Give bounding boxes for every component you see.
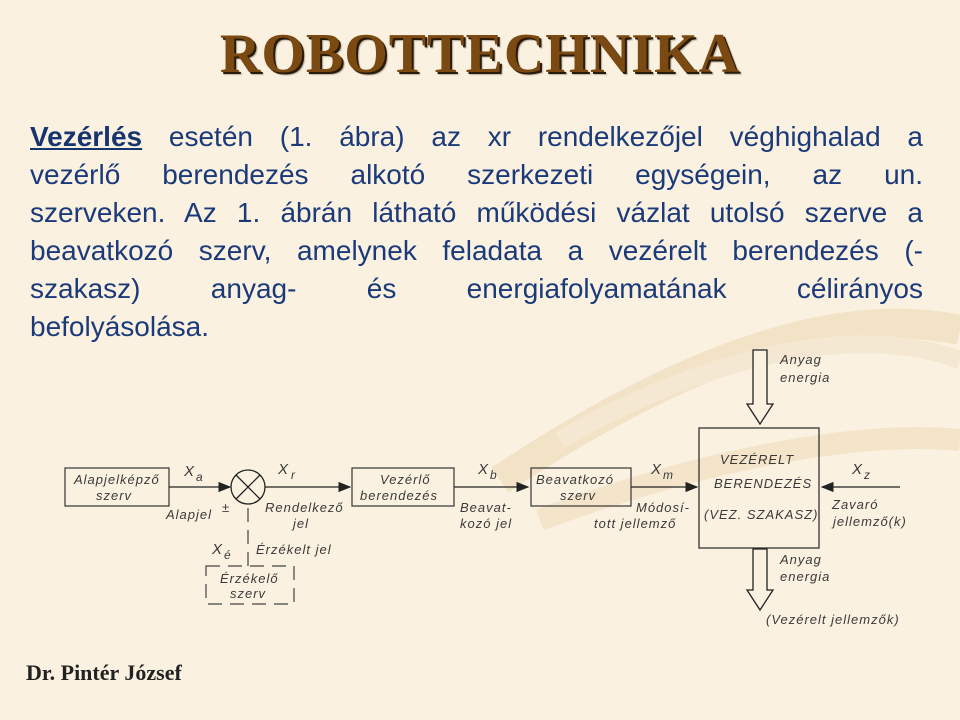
paragraph-line-3: szerveken. Az 1. ábrán látható működési … [30,197,923,228]
sym-xz: X [851,461,863,478]
output-material-1: Anyag [779,552,822,567]
paragraph-line-1: Vezérlés esetén (1. ábra) az xr rendelke… [30,121,923,152]
label-beavatkozo-2: kozó jel [460,516,512,531]
sym-xe: X [211,541,223,558]
output-controlled: (Vezérelt jellemzők) [766,612,900,627]
paragraph-line-4: beavatkozó szerv, amelynek feladata a ve… [30,235,923,266]
block-plant [698,427,820,549]
sym-xb: X [477,461,489,478]
block-plant-line1: VEZÉRELT [720,452,794,467]
block-reference-line1: Alapjelképző [73,472,160,487]
label-rendelkezo-2: jel [291,516,309,531]
block-actuator-line2: szerv [560,488,597,503]
paragraph-line-5: szakasz) anyag- és energiafolyamatának c… [30,273,923,304]
block-controller-line2: berendezés [360,488,438,503]
sub-b: b [490,468,498,482]
page-title: ROBOTTECHNIKA [219,23,741,85]
block-sensor-line2: szerv [230,586,267,601]
block-sensor-line1: Érzékelő [220,571,279,586]
paragraph-line-2: vezérlő berendezés alkotó szerkezeti egy… [30,159,923,190]
sub-m: m [663,468,674,482]
summing-junction-cross-b [235,474,261,500]
sub-r: r [291,468,296,482]
label-beavatkozo-1: Beavat- [460,500,512,515]
block-actuator-line1: Beavatkozó [536,472,614,487]
sym-xm: X [650,461,662,478]
paragraph-line-6: befolyásolása. [30,311,210,342]
label-modositott-2: tott jellemző [594,516,676,531]
sub-e: é [224,548,232,562]
block-diagram: Alapjelképző szerv X a Alapjel ± X r Ren… [64,349,907,627]
output-material-2: energia [780,569,830,584]
plus-minus: ± [222,500,230,515]
label-zavaro-2: jellemző(k) [831,514,907,529]
sym-xr: X [277,461,289,478]
block-controller-line1: Vezérlő [380,472,431,487]
label-alapjel: Alapjel [165,507,212,522]
block-plant-line3: (VEZ. SZAKASZ) [704,507,818,522]
input-material-arrow [745,349,775,426]
input-material-2: energia [780,370,830,385]
sub-z: z [863,468,871,482]
block-sensor [205,565,295,605]
input-material-1: Anyag [779,352,822,367]
label-erzekelt: Érzékelt jel [256,542,332,557]
keyword-vezerles: Vezérlés [30,121,143,152]
block-reference-line2: szerv [96,488,133,503]
author-name: Dr. Pintér József [26,660,182,685]
label-modositott-1: Módosí- [636,500,690,515]
label-zavaro-1: Zavaró [831,497,878,512]
sub-a: a [196,470,204,484]
label-rendelkezo-1: Rendelkező [265,500,344,515]
block-plant-line2: BERENDEZÉS [714,476,812,491]
body-paragraph: Vezérlés esetén (1. ábra) az xr rendelke… [30,118,923,346]
sym-xa: X [183,463,195,480]
output-material-arrow [745,548,775,612]
